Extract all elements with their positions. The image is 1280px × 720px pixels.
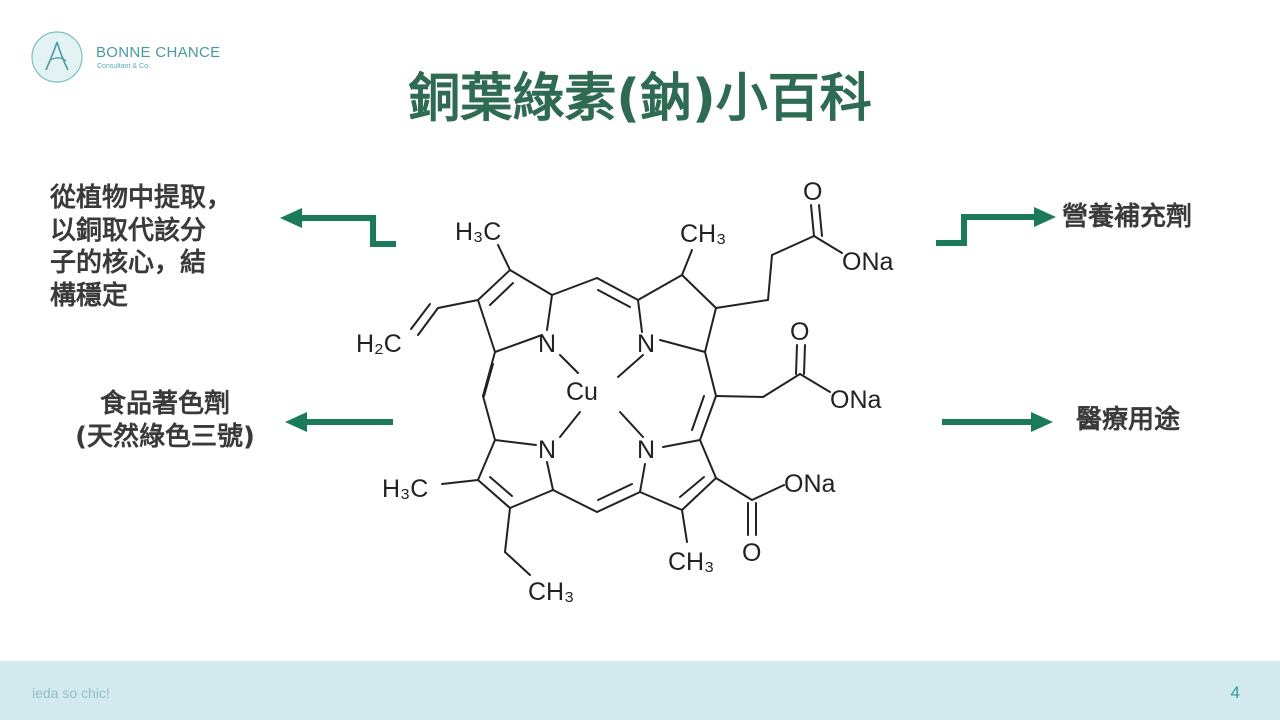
label-h2c: H₂C	[356, 330, 402, 358]
chlorophyllin-structure-diagram: H₃C CH₃ O ONa O ONa H₂C N N Cu N N H₃C O…	[356, 178, 894, 606]
callout-line: 從植物中提取，	[50, 183, 233, 213]
callout-food-colorant: 食品著色劑 (天然綠色三號)	[50, 388, 280, 453]
logo-emblem-icon	[31, 31, 83, 83]
callout-line: 食品著色劑	[99, 389, 230, 419]
label-ch3-top: CH₃	[680, 220, 726, 248]
arrow-top-left-icon	[280, 208, 396, 247]
label-h3c-bottom: H₃C	[382, 475, 428, 503]
label-ona-bottom: ONa	[784, 470, 836, 498]
label-o-top: O	[803, 178, 822, 206]
brand-name: BONNE CHANCE	[96, 44, 221, 61]
label-n-lower-right: N	[637, 436, 655, 464]
callout-medical: 醫療用途	[1076, 405, 1181, 435]
arrow-bottom-left-icon	[285, 412, 393, 432]
slide-title: 銅葉綠素(鈉)小百科	[408, 69, 872, 129]
callout-line: 子的核心，結	[50, 248, 207, 278]
callout-line: 以銅取代該分	[50, 215, 207, 246]
label-ch3-bottom: CH₃	[528, 578, 574, 606]
label-o-mid: O	[790, 318, 809, 346]
label-n-upper-left: N	[538, 330, 556, 358]
label-h3c-top: H₃C	[455, 218, 501, 246]
label-o-bottom: O	[742, 539, 761, 567]
arrow-top-right-icon	[936, 207, 1056, 246]
label-ona-top: ONa	[842, 248, 894, 276]
label-n-upper-right: N	[637, 330, 655, 358]
label-cu: Cu	[566, 378, 598, 406]
label-ch3-bottom-right: CH₃	[668, 548, 714, 576]
footer-bar: ieda so chic! 4	[0, 661, 1280, 720]
callout-line: (天然綠色三號)	[75, 421, 255, 452]
callout-supplement: 營養補充劑	[1062, 202, 1193, 232]
brand-subtitle: Consultant & Co.	[97, 63, 150, 70]
brand-logo: BONNE CHANCE Consultant & Co.	[30, 30, 220, 86]
label-ona-mid: ONa	[830, 386, 882, 414]
page-number: 4	[1230, 683, 1240, 702]
callout-plant-extract: 從植物中提取， 以銅取代該分 子的核心，結 構穩定	[50, 182, 280, 312]
arrow-bottom-right-icon	[942, 412, 1053, 432]
label-n-lower-left: N	[538, 436, 556, 464]
footer-tagline: ieda so chic!	[32, 685, 110, 701]
callout-line: 構穩定	[50, 280, 129, 311]
